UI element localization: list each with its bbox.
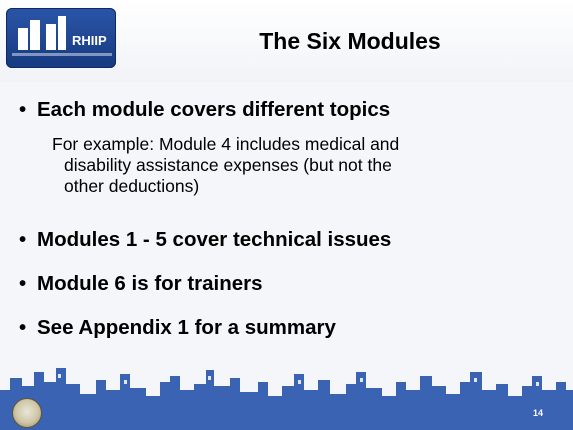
logo-building-icon <box>30 20 40 50</box>
logo-text: RHIIP <box>72 33 107 48</box>
slide-title: The Six Modules <box>259 28 441 54</box>
bullet-item: Each module covers different topics <box>19 98 390 122</box>
skyline-silhouette-icon <box>0 360 573 430</box>
bullet-item: See Appendix 1 for a summary <box>19 316 336 340</box>
hud-seal-icon <box>12 398 42 428</box>
logo-building-icon <box>46 24 56 50</box>
bullet-item: Modules 1 - 5 cover technical issues <box>19 228 391 252</box>
subtext-line: For example: Module 4 includes medical a… <box>52 134 400 154</box>
page-number: 14 <box>533 408 544 418</box>
bullet-subtext: For example: Module 4 includes medical a… <box>52 134 522 197</box>
logo-tagline-bar <box>12 53 112 56</box>
subtext-line: other deductions) <box>64 176 200 196</box>
logo-building-icon <box>18 28 28 50</box>
city-skyline-footer <box>0 360 573 430</box>
rhiip-logo: RHIIP <box>6 8 116 68</box>
logo-building-icon <box>58 16 66 50</box>
subtext-line: disability assistance expenses (but not … <box>64 155 392 175</box>
bullet-item: Module 6 is for trainers <box>19 272 263 296</box>
